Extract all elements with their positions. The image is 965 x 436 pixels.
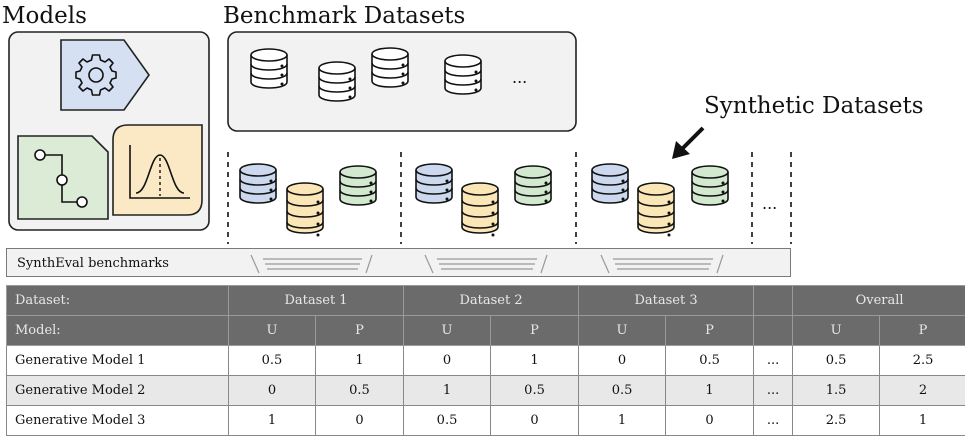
dataset-2-header: Dataset 2	[403, 285, 580, 316]
synthetic-database-icon	[461, 182, 499, 238]
table-cell: 0.5	[665, 345, 755, 376]
synthetic-database-icon	[415, 163, 453, 204]
table-cell: 1	[578, 405, 667, 436]
dataset-3-header: Dataset 3	[578, 285, 755, 316]
table-cell: 0.5	[578, 375, 667, 406]
table-cell: 0	[403, 345, 492, 376]
table-cell: 2.5	[792, 405, 881, 436]
synthetic-database-icon	[591, 163, 629, 204]
synthetic-database-icon	[239, 163, 277, 204]
table-cell: 0	[490, 405, 580, 436]
table-cell: ...	[753, 375, 794, 406]
metric-header: U	[403, 315, 492, 346]
table-cell: 0.5	[792, 345, 881, 376]
table-cell: 0	[314, 405, 405, 436]
benchmark-database-icon	[250, 48, 288, 89]
model-name-cell: Generative Model 1	[6, 345, 229, 376]
metric-header: P	[314, 315, 405, 346]
table-cell: 1	[490, 345, 580, 376]
gear-icon	[75, 54, 117, 96]
table-subheader-row: Model: U P U P U P U P	[6, 315, 965, 346]
table-cell: ...	[753, 345, 794, 376]
ellipsis-header	[753, 285, 794, 316]
benchmark-database-icon	[318, 61, 356, 102]
synthetic-datasets-heading: Synthetic Datasets	[704, 93, 924, 119]
benchmark-datasets-heading: Benchmark Datasets	[223, 3, 466, 29]
table-cell: 0	[665, 405, 755, 436]
metric-header: P	[490, 315, 580, 346]
flowchart-icon	[34, 149, 88, 208]
table-cell: 0.5	[228, 345, 316, 376]
table-cell: 2	[879, 375, 965, 406]
table-cell: 1	[879, 405, 965, 436]
table-cell: 0	[578, 345, 667, 376]
benchmark-ellipsis: ...	[512, 68, 528, 87]
table-row: Generative Model 3 1 0 0.5 0 1 0 ... 2.5…	[6, 405, 965, 436]
benchmark-database-icon	[444, 54, 482, 95]
arrow-icon	[672, 126, 705, 159]
metric-header: P	[665, 315, 755, 346]
results-table: Dataset: Dataset 1 Dataset 2 Dataset 3 O…	[6, 285, 965, 436]
funnel-icons	[250, 254, 724, 274]
model-name-cell: Generative Model 3	[6, 405, 229, 436]
model-name-cell: Generative Model 2	[6, 375, 229, 406]
synthetic-database-icon	[339, 165, 377, 206]
table-cell: 2.5	[879, 345, 965, 376]
model-header-label: Model:	[6, 315, 229, 346]
metric-header: P	[879, 315, 965, 346]
synthetic-database-icon	[286, 182, 324, 238]
table-header-row: Dataset: Dataset 1 Dataset 2 Dataset 3 O…	[6, 285, 965, 316]
gear-model-card	[60, 39, 150, 111]
table-row: Generative Model 2 0 0.5 1 0.5 0.5 1 ...…	[6, 375, 965, 406]
synthetic-database-icon	[691, 165, 729, 206]
bell-curve-icon	[129, 145, 190, 199]
table-cell: 1	[228, 405, 316, 436]
metric-header: U	[578, 315, 667, 346]
benchmark-database-icon	[371, 47, 409, 88]
metric-header	[753, 315, 794, 346]
metric-header: U	[792, 315, 881, 346]
syntheval-benchmarks-bar: SynthEval benchmarks	[6, 248, 791, 277]
synthetic-database-icon	[514, 165, 552, 206]
table-cell: 0.5	[314, 375, 405, 406]
table-cell: 0.5	[490, 375, 580, 406]
table-row: Generative Model 1 0.5 1 0 1 0 0.5 ... 0…	[6, 345, 965, 376]
synthetic-database-icon	[637, 182, 675, 238]
table-cell: ...	[753, 405, 794, 436]
diagram-graphics	[8, 31, 792, 244]
flow-model-card	[17, 135, 109, 220]
dataset-header-label: Dataset:	[6, 285, 229, 316]
table-cell: 0	[228, 375, 316, 406]
table-cell: 1	[403, 375, 492, 406]
metric-header: U	[228, 315, 316, 346]
table-cell: 1	[314, 345, 405, 376]
models-heading: Models	[2, 3, 87, 29]
distribution-model-card	[112, 124, 203, 216]
synthetic-ellipsis: ...	[762, 194, 778, 213]
table-cell: 1	[665, 375, 755, 406]
dataset-1-header: Dataset 1	[227, 285, 405, 316]
overall-header: Overall	[792, 285, 965, 316]
syntheval-benchmarks-label: SynthEval benchmarks	[17, 256, 169, 271]
table-cell: 0.5	[403, 405, 492, 436]
table-cell: 1.5	[792, 375, 881, 406]
